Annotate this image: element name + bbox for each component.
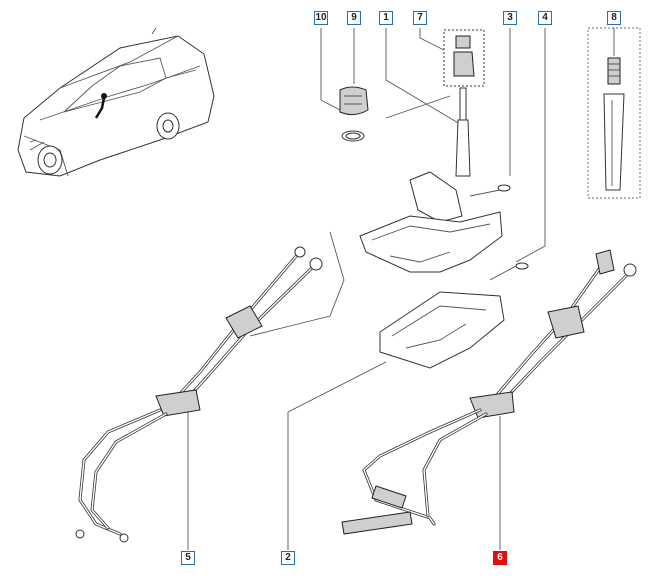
callout-4[interactable]: 4 [538, 11, 552, 25]
callout-3[interactable]: 3 [503, 11, 517, 25]
car-illustration [17, 27, 215, 177]
callout-5[interactable]: 5 [181, 551, 195, 565]
callout-6-highlighted[interactable]: 6 [493, 551, 507, 565]
callout-10[interactable]: 10 [314, 11, 328, 25]
cable-assembly-5 [75, 231, 345, 550]
base-plate [287, 28, 546, 550]
callout-8[interactable]: 8 [607, 11, 621, 25]
callout-2[interactable]: 2 [281, 551, 295, 565]
part-8-box [587, 27, 641, 199]
callout-1[interactable]: 1 [379, 11, 393, 25]
callout-7[interactable]: 7 [413, 11, 427, 25]
callout-9[interactable]: 9 [347, 11, 361, 25]
gear-lever-assembly [320, 28, 511, 273]
cable-assembly-6 [341, 249, 637, 550]
